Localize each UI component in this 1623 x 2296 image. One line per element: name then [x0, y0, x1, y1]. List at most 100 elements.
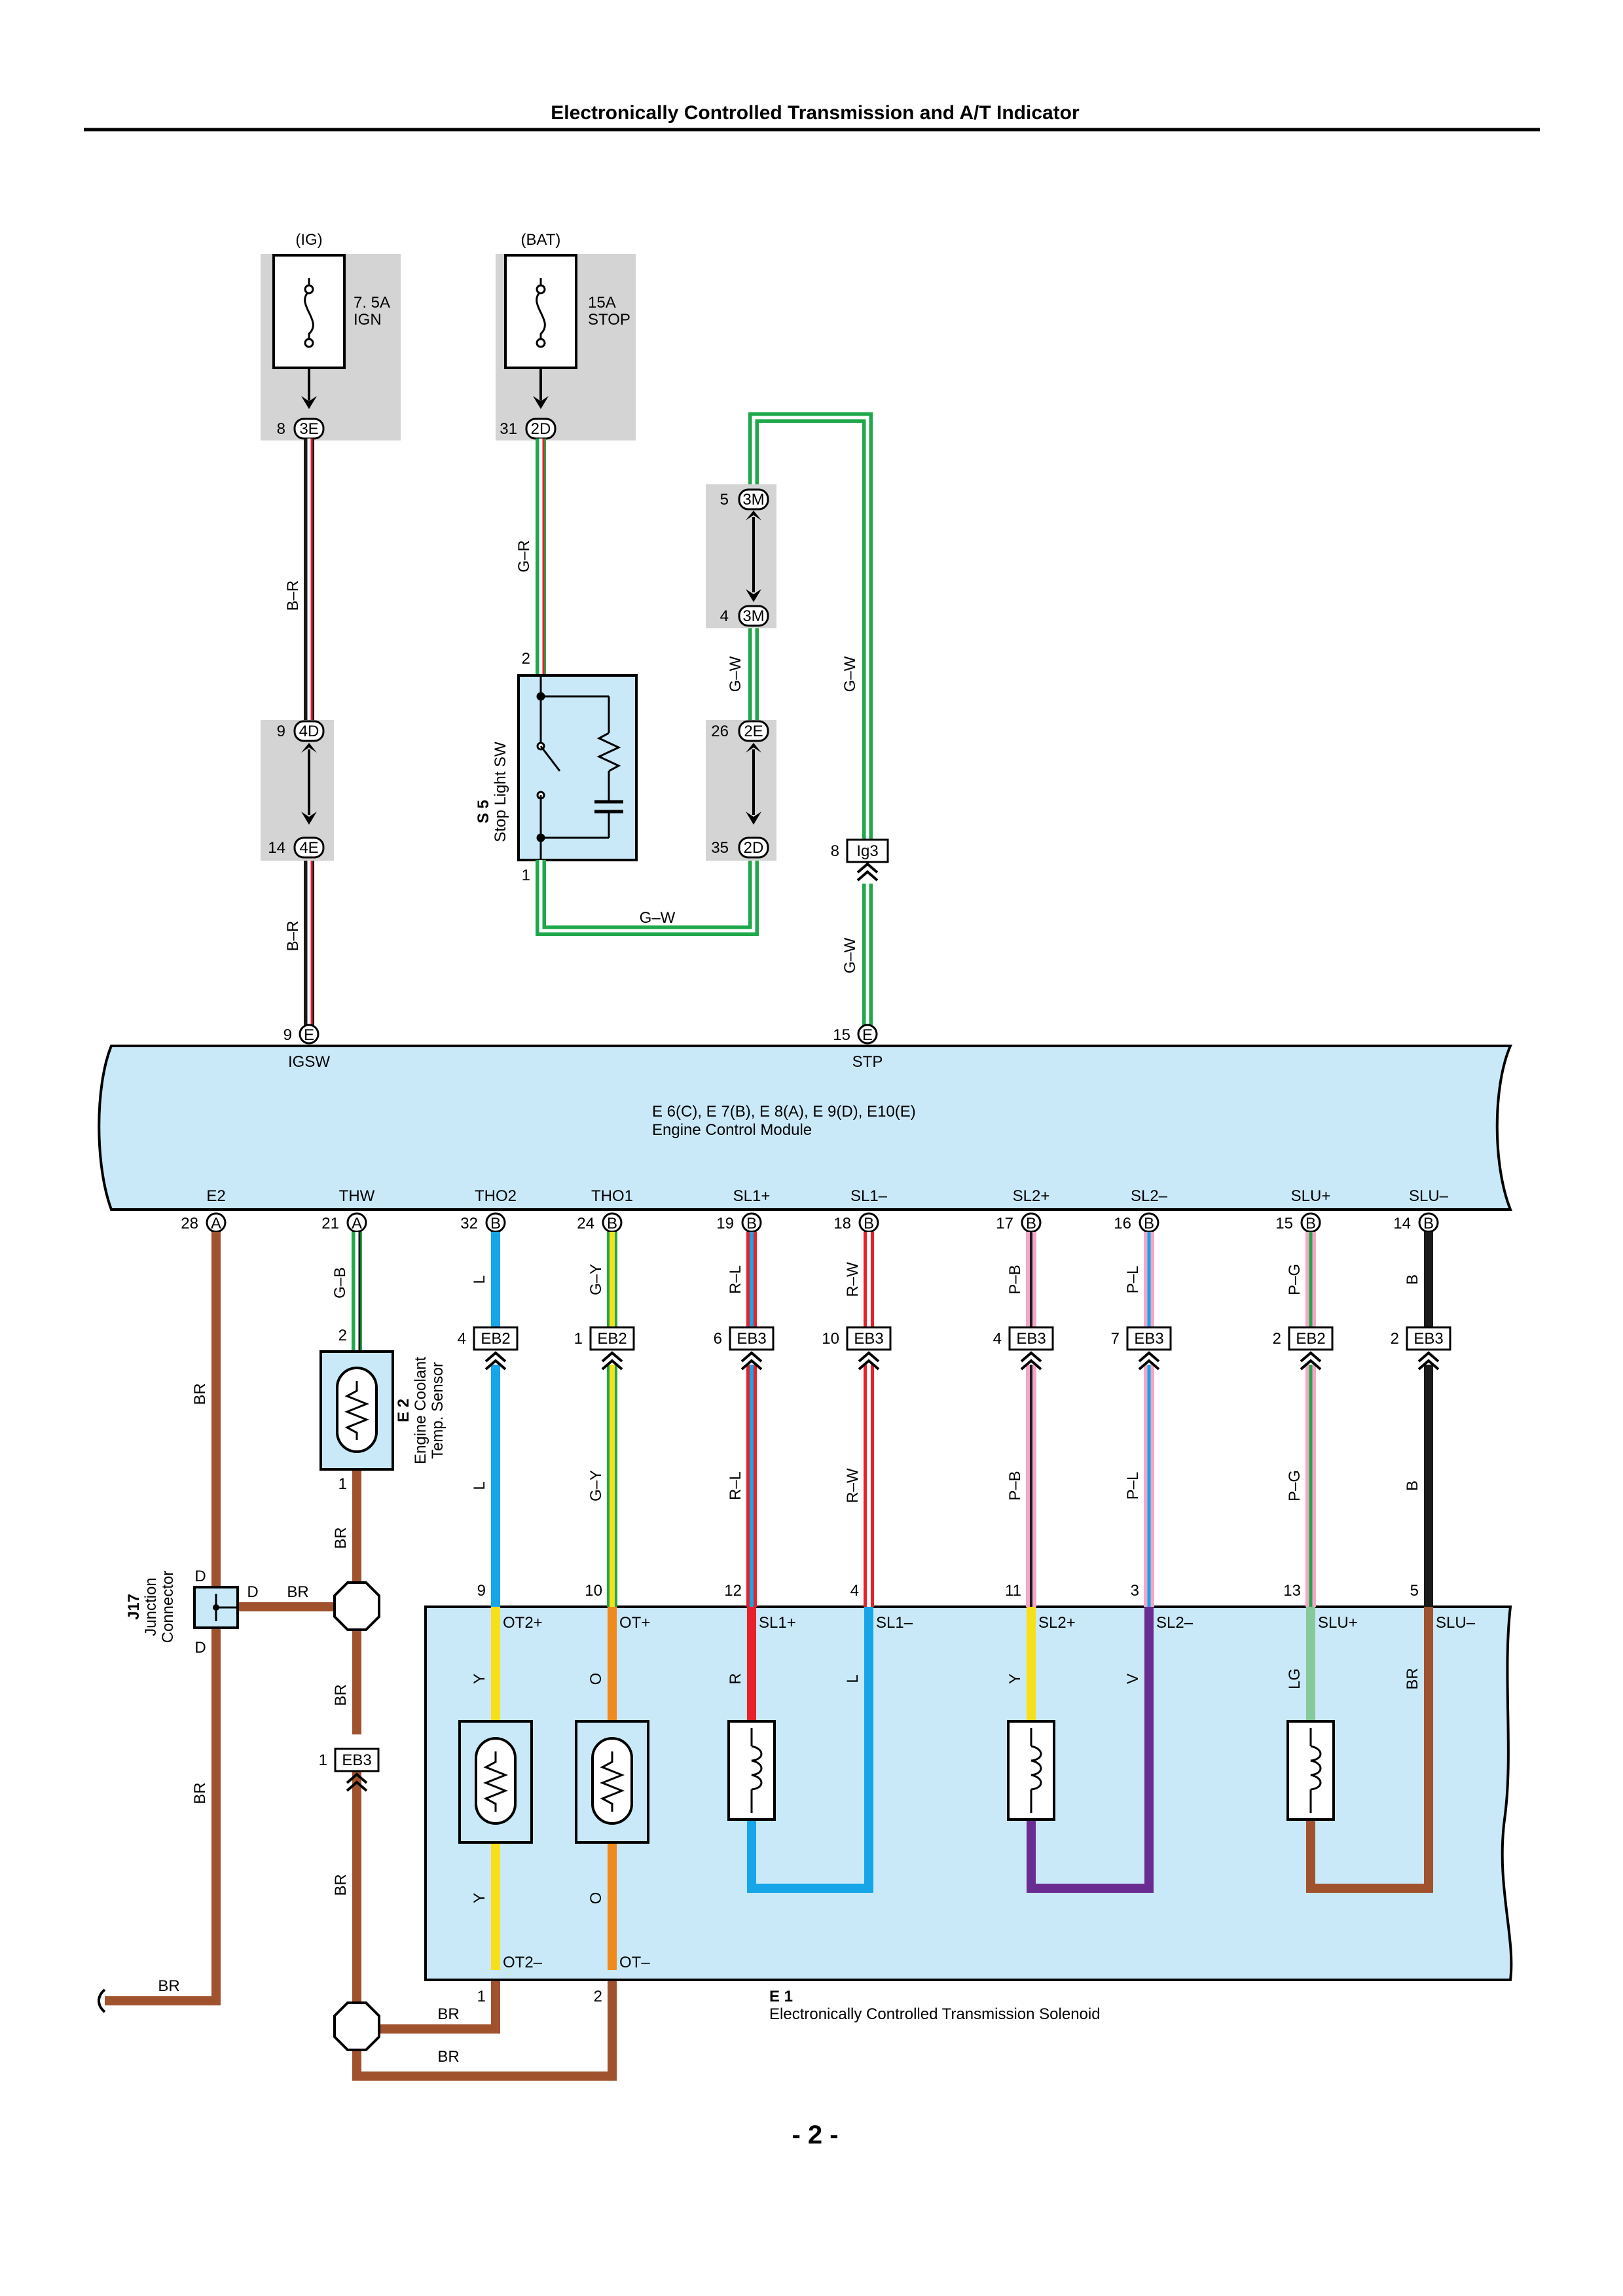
svg-text:EB2: EB2 [597, 1330, 627, 1348]
svg-text:B: B [1404, 1480, 1421, 1491]
wire-label-g-b: G–B [331, 1267, 349, 1299]
svg-text:14: 14 [268, 839, 285, 857]
svg-text:1: 1 [574, 1330, 583, 1348]
ground-break-icon [98, 1988, 106, 2013]
coil-slu [1286, 1720, 1335, 1821]
svg-text:G–Y: G–Y [587, 1264, 605, 1295]
svg-text:EB3: EB3 [737, 1330, 766, 1348]
thermistor-ot2 [458, 1720, 533, 1844]
svg-text:EB2: EB2 [481, 1330, 510, 1348]
svg-text:5: 5 [1410, 1582, 1419, 1600]
ign-fuse-source: (IG) [295, 231, 322, 249]
svg-text:4: 4 [720, 607, 729, 625]
svg-text:12: 12 [724, 1582, 742, 1600]
svg-text:B: B [1144, 1215, 1154, 1232]
svg-text:D: D [194, 1639, 206, 1657]
svg-text:3: 3 [1131, 1582, 1139, 1600]
svg-text:SLU+: SLU+ [1291, 1187, 1331, 1205]
svg-text:SL1+: SL1+ [759, 1614, 796, 1632]
wire-label-g-w-2: G–W [841, 656, 859, 692]
svg-text:BR: BR [1404, 1668, 1421, 1689]
svg-text:V: V [1124, 1674, 1142, 1684]
svg-text:B: B [864, 1215, 874, 1232]
wire-labels-upper: L G–Y R–L R–W P–B P–L P–G B [471, 1262, 1421, 1297]
svg-text:2: 2 [1391, 1330, 1399, 1348]
svg-text:THO1: THO1 [591, 1187, 633, 1205]
coil-sl1 [727, 1720, 776, 1821]
svg-text:4D: 4D [299, 723, 319, 740]
svg-text:STP: STP [852, 1053, 883, 1071]
wire-label-g-w-1: G–W [727, 656, 744, 692]
wire-sl2-plus [1026, 1232, 1154, 1893]
svg-text:4E: 4E [299, 839, 318, 857]
junction-connector-name2: Connector [159, 1571, 177, 1643]
svg-text:Y: Y [471, 1893, 488, 1903]
svg-text:31: 31 [500, 420, 517, 438]
wire-label-br-2: BR [191, 1782, 209, 1804]
svg-text:SL2–: SL2– [1131, 1187, 1168, 1205]
svg-text:EB2: EB2 [1296, 1330, 1325, 1348]
junction-connector-id: J17 [125, 1594, 143, 1620]
svg-text:2D: 2D [531, 420, 551, 438]
svg-text:18: 18 [833, 1215, 851, 1232]
wire-g-r [536, 439, 546, 674]
eb-connectors: EB2 4 EB2 1 EB3 6 EB3 10 EB3 4 EB3 7 EB2… [458, 1326, 1451, 1371]
svg-text:3M: 3M [742, 607, 764, 625]
solenoid-body [424, 1605, 1513, 1981]
svg-text:SLU+: SLU+ [1318, 1614, 1358, 1632]
svg-text:P–L: P–L [1124, 1266, 1142, 1294]
stop-light-switch-id: S 5 [475, 800, 492, 823]
svg-text:2E: 2E [744, 723, 763, 740]
svg-text:9: 9 [277, 723, 285, 740]
svg-text:15: 15 [833, 1026, 850, 1044]
svg-text:EB3: EB3 [1134, 1330, 1163, 1348]
svg-text:Ig3: Ig3 [856, 842, 878, 860]
svg-text:R–W: R–W [844, 1468, 862, 1503]
solenoid-pins: 9 OT2+ 10 OT+ 12 SL1+ 4 SL1– 11 SL2+ 3 S… [471, 1582, 1476, 2005]
svg-text:OT2+: OT2+ [503, 1614, 543, 1632]
svg-text:9: 9 [477, 1582, 486, 1600]
svg-text:SL2+: SL2+ [1038, 1614, 1076, 1632]
svg-text:A: A [352, 1215, 362, 1232]
svg-text:B: B [1423, 1215, 1434, 1232]
svg-text:10: 10 [822, 1330, 839, 1348]
ecm-pin-stp: E 15 STP [833, 1024, 883, 1071]
svg-text:SL1+: SL1+ [733, 1187, 771, 1205]
ecm-name: Engine Control Module [652, 1121, 812, 1139]
svg-text:P–B: P–B [1006, 1265, 1024, 1294]
stop-light-switch [517, 674, 638, 861]
wire-labels-lower: L G–Y R–L R–W P–B P–L P–G B [471, 1468, 1421, 1503]
svg-text:4: 4 [993, 1330, 1002, 1348]
svg-text:G–Y: G–Y [587, 1470, 605, 1501]
wire-sl1-plus [746, 1232, 873, 1893]
svg-text:THW: THW [339, 1187, 375, 1205]
svg-text:9: 9 [283, 1026, 292, 1044]
svg-text:2: 2 [522, 650, 530, 668]
ecm-ids: E 6(C), E 7(B), E 8(A), E 9(D), E10(E) [652, 1103, 916, 1121]
svg-text:2D: 2D [744, 839, 764, 857]
splice-4d-4e [261, 720, 334, 861]
ign-fuse-rating: 7. 5A [354, 294, 390, 312]
wire-label-br-5: BR [332, 1527, 350, 1549]
svg-text:35: 35 [711, 839, 729, 857]
svg-text:21: 21 [321, 1215, 339, 1232]
svg-text:SLU–: SLU– [1409, 1187, 1449, 1205]
wire-label-br-8: BR [437, 2005, 459, 2023]
splice-3m [706, 484, 776, 628]
svg-text:3M: 3M [742, 491, 764, 509]
svg-text:B: B [1026, 1215, 1036, 1232]
svg-text:P–L: P–L [1124, 1472, 1142, 1500]
svg-text:4: 4 [850, 1582, 859, 1600]
solenoid-name: Electronically Controlled Transmission S… [769, 2005, 1101, 2023]
stop-fuse-name: STOP [588, 311, 630, 329]
svg-text:B: B [1305, 1215, 1316, 1232]
svg-text:Y: Y [1006, 1674, 1024, 1684]
svg-text:1: 1 [319, 1751, 327, 1769]
thermistor-ot [575, 1720, 649, 1844]
svg-text:P–B: P–B [1006, 1471, 1024, 1500]
stop-fuse-rating: 15A [588, 294, 616, 312]
wire-label-br-9: BR [437, 2048, 459, 2066]
wire-label-br-6: BR [332, 1684, 350, 1706]
svg-text:14: 14 [1393, 1215, 1411, 1232]
wire-label-g-w-3: G–W [841, 937, 859, 973]
